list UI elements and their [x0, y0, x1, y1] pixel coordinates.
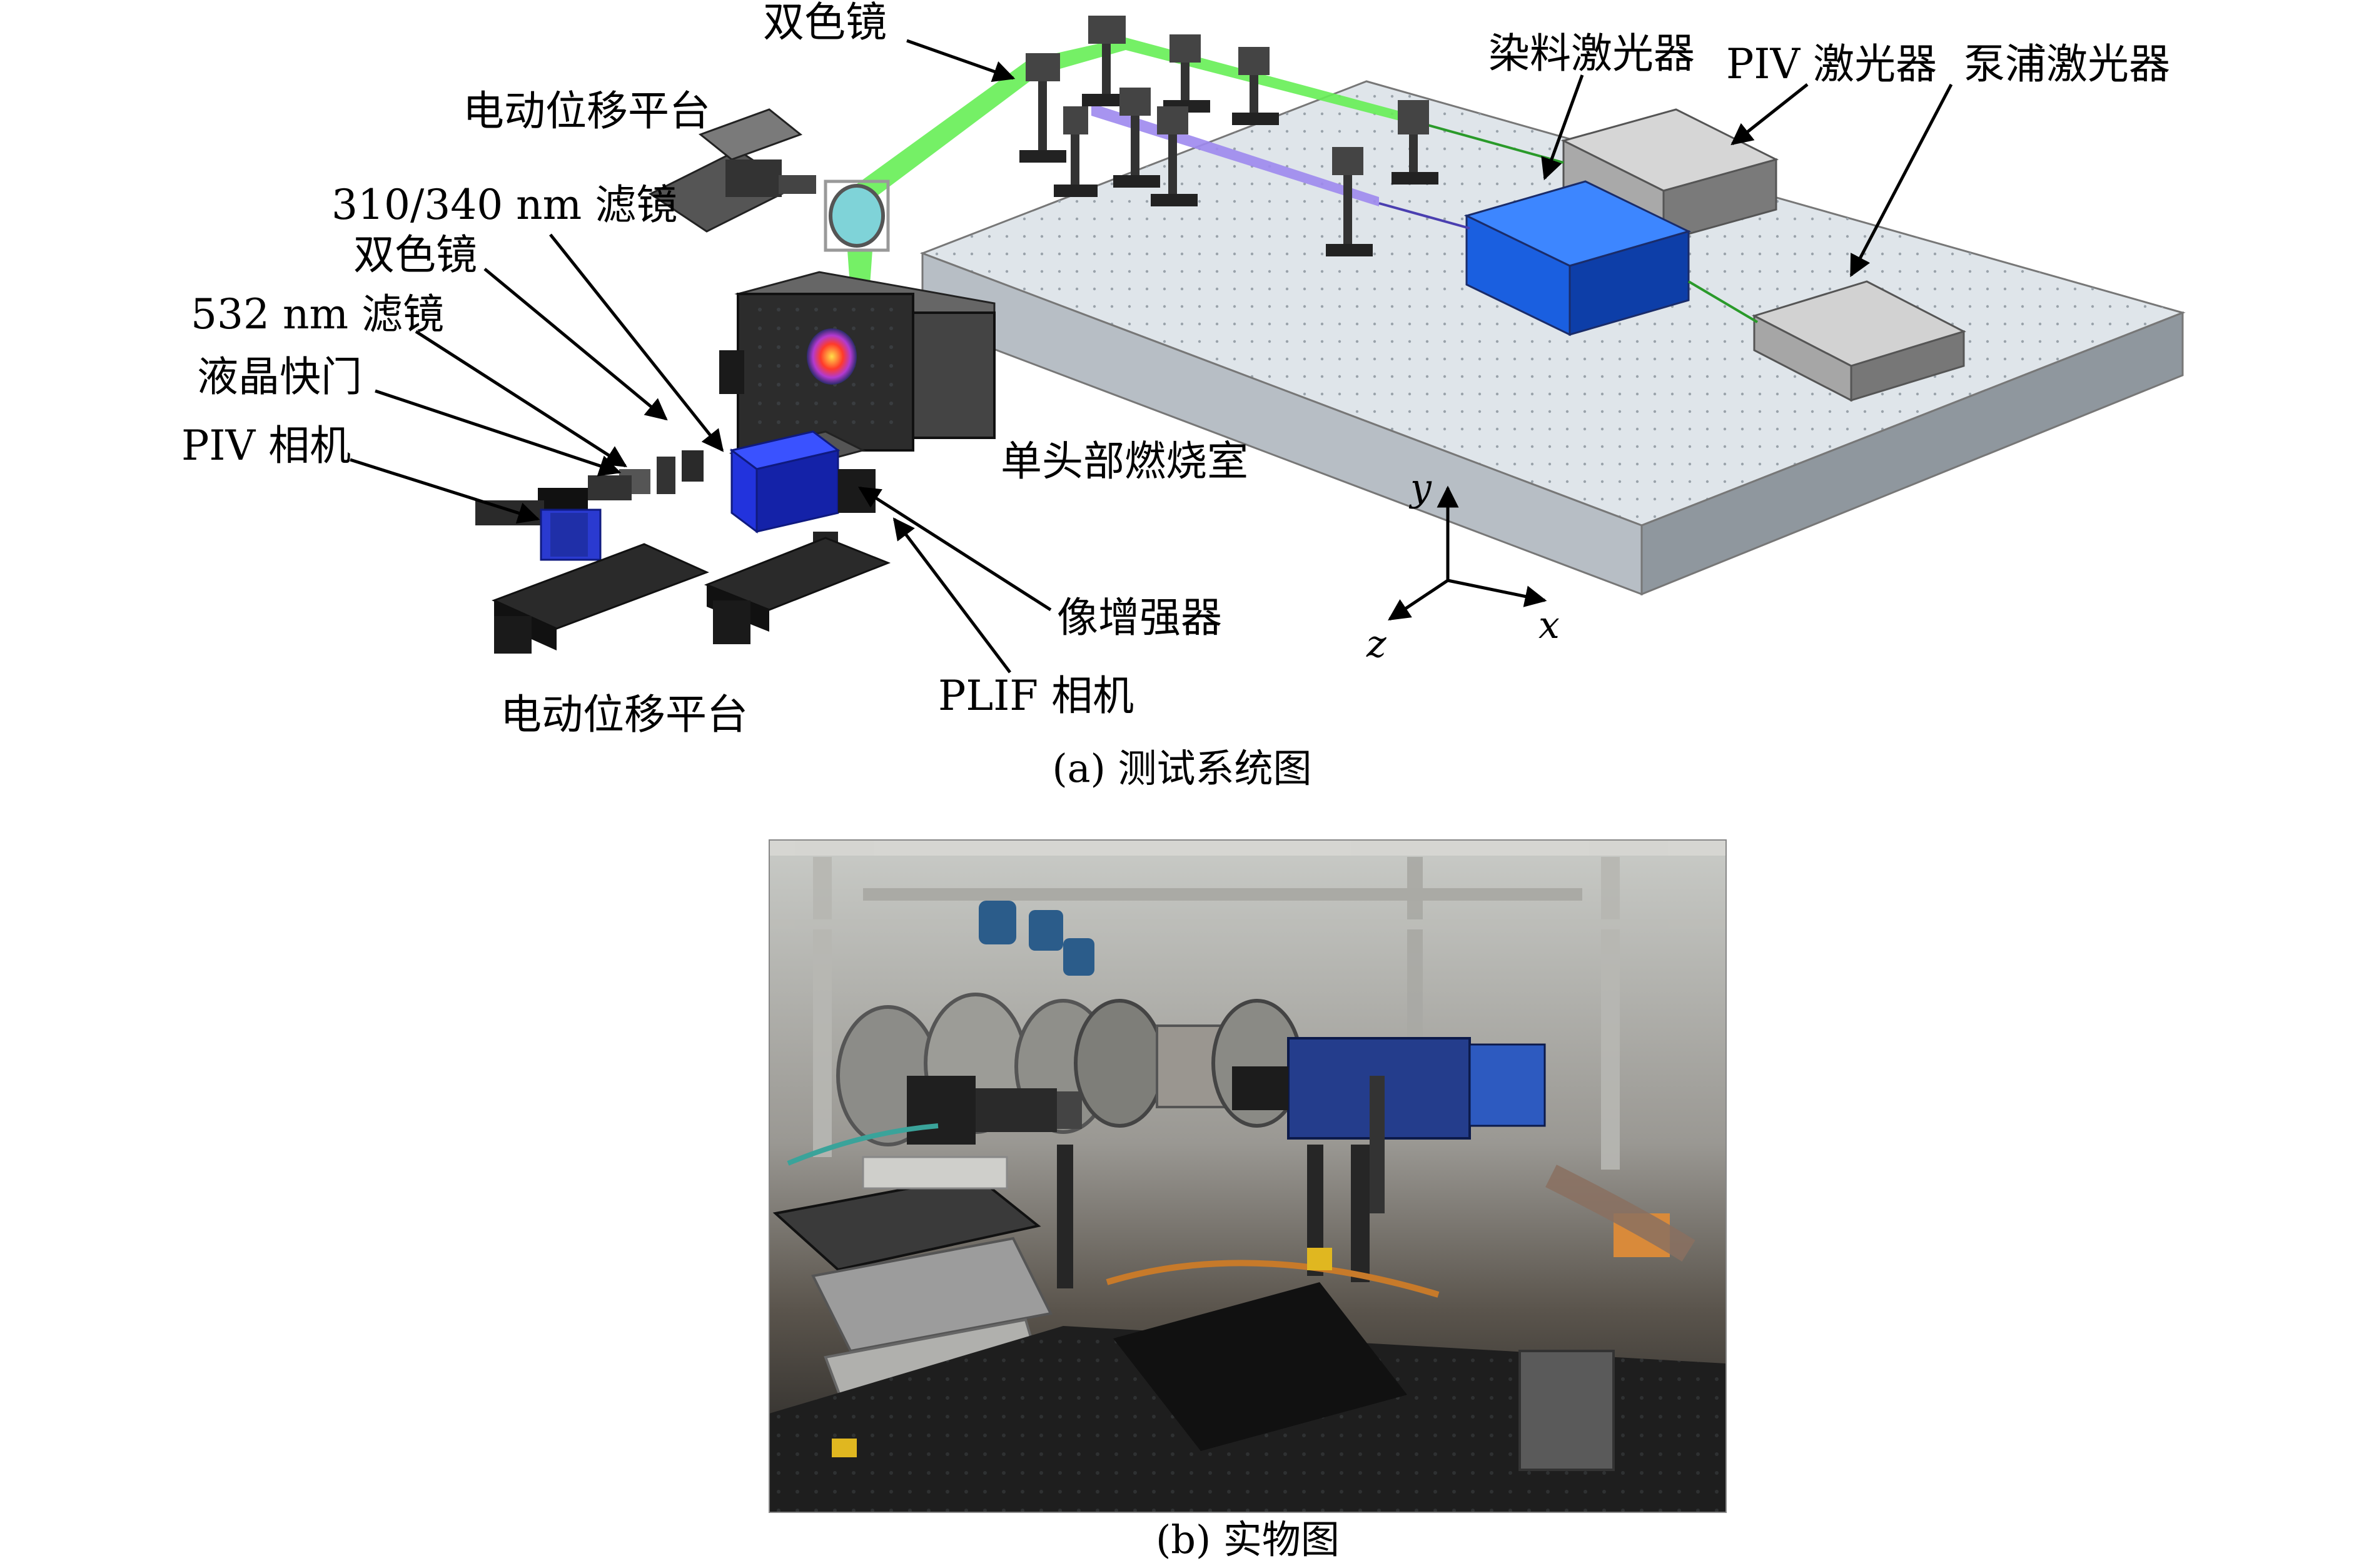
mirror-mount: [1113, 88, 1160, 188]
caption-b: (b) 实物图: [1156, 1517, 1340, 1562]
pump-laser-box: [1752, 280, 1966, 402]
photo-misc: [787, 1123, 1695, 1471]
coordinate-axes: y x z: [1366, 466, 1560, 666]
label-piv-laser: PIV 激光器: [1726, 40, 1937, 88]
mirror-mount: [1082, 16, 1129, 106]
mirror-mount: [1054, 106, 1098, 197]
label-lc-shutter: 液晶快门: [197, 353, 362, 401]
photo-breadboard: [769, 1282, 1726, 1512]
label-piv-camera: PIV 相机: [181, 422, 351, 470]
label-combustor: 单头部燃烧室: [1001, 437, 1248, 485]
mirror-mount: [1326, 147, 1373, 256]
label-dichroic-mid: 双色镜: [353, 231, 477, 279]
plif-camera-assembly: [704, 430, 891, 644]
label-dye-laser: 染料激光器: [1488, 29, 1695, 78]
dichroic-mirror-combustor: [824, 180, 890, 252]
photo-piv-camera: [907, 1076, 1082, 1145]
piv-camera-assembly: [475, 450, 709, 654]
label-filter-532: 532 nm 滤镜: [191, 290, 444, 338]
axis-z-label: z: [1366, 622, 1387, 666]
label-motion-stage-bottom: 电动位移平台: [500, 690, 748, 739]
optical-mounts: [1019, 16, 1438, 256]
axis-y-label: y: [1408, 466, 1432, 510]
leader-arrows: [350, 39, 1953, 674]
label-filter-310-340: 310/340 nm 滤镜: [331, 181, 677, 229]
label-dichroic-top: 双色镜: [763, 0, 887, 46]
mirror-mount: [1163, 34, 1210, 113]
figure-a-labels: 双色镜 电动位移平台 310/340 nm 滤镜 双色镜 532 nm 滤镜 液…: [181, 0, 2170, 739]
label-pump-laser: 泵浦激光器: [1964, 40, 2170, 88]
caption-a: (a) 测试系统图: [1052, 746, 1311, 791]
figure-b-photo: [769, 839, 1727, 1513]
figure-a: y x z 双色镜 电动位移平台 310/340 nm 滤镜 双色镜 532 n…: [181, 0, 2186, 791]
single-head-combustor: [719, 271, 996, 452]
mirror-mount: [1232, 47, 1279, 125]
dye-laser-box: [1463, 180, 1692, 336]
mirror-mount: [1151, 106, 1198, 206]
valve-actuators: [979, 901, 1094, 976]
label-motion-stage-top: 电动位移平台: [463, 87, 710, 135]
axis-x-label: x: [1538, 604, 1560, 647]
mirror-mount: [1392, 100, 1438, 185]
label-plif-camera: PLIF 相机: [938, 672, 1134, 720]
label-intensifier: 像增强器: [1057, 594, 1222, 642]
motion-stage-top: [649, 108, 816, 233]
mirror-mount: [1019, 53, 1066, 163]
